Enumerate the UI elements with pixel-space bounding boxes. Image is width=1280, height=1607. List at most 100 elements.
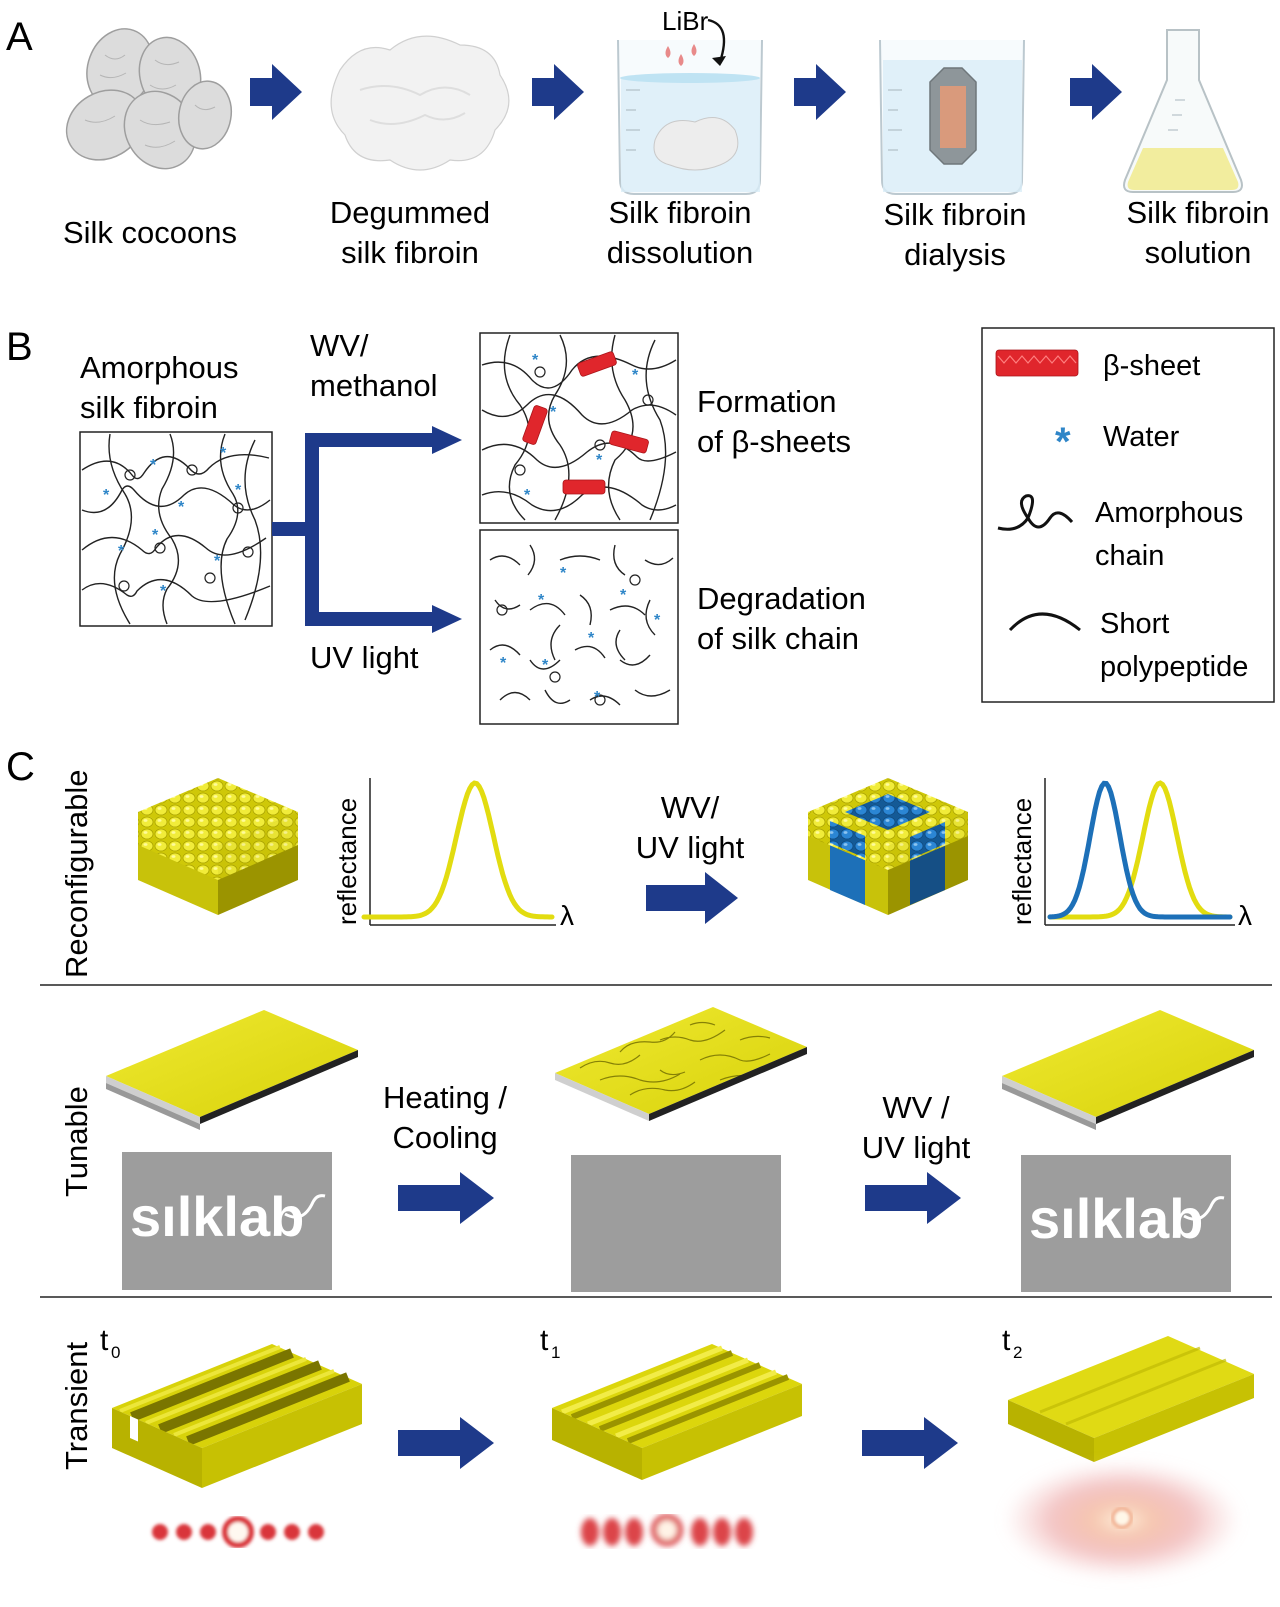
svg-text:*: * (620, 587, 627, 604)
svg-text:*: * (235, 482, 242, 499)
svg-text:*: * (220, 445, 227, 462)
legend-beta-sheet: β-sheet (1103, 350, 1200, 382)
arrow-a3 (794, 64, 846, 120)
tunable-film-3 (1002, 1010, 1254, 1130)
beta-sheet-box: * * * * * (479, 332, 679, 524)
grating-t0 (112, 1344, 362, 1488)
time-label-1: t (540, 1324, 549, 1357)
dialysis-beaker-illustration (879, 39, 1025, 195)
water-star-icon: * (1055, 420, 1071, 464)
tunable-logo-box-2 (1021, 1155, 1231, 1292)
top-route-label-2: methanol (310, 368, 438, 403)
legend-amorphous-2: chain (1095, 540, 1164, 572)
svg-text:*: * (118, 543, 125, 560)
silklab-swoosh-2 (1183, 1196, 1225, 1221)
tunable-film-wrinkled (555, 1007, 807, 1121)
legend-water: Water (1103, 421, 1180, 453)
degraded-chain-box: **** **** (479, 529, 679, 725)
tunable-film-1 (106, 1010, 358, 1130)
arrow-a1 (250, 64, 302, 120)
amorphous-label-2: silk fibroin (80, 390, 218, 425)
svg-text:*: * (588, 630, 595, 647)
tunable-logo-box-1 (122, 1152, 332, 1290)
wv-uv-arrow (865, 1172, 961, 1224)
arrow-a2 (532, 64, 584, 120)
plot1-ylabel: reflectance (332, 798, 362, 925)
recon-arrow-label-1: WV/ (661, 790, 720, 825)
heating-label-2: Cooling (392, 1120, 497, 1155)
step-label-dissolution-1: Silk fibroin (609, 195, 752, 230)
row-label-tunable: Tunable (59, 1086, 94, 1197)
branch-arrow (272, 426, 462, 633)
bottom-route-label: UV light (310, 640, 419, 675)
transient-arrow-1 (398, 1417, 494, 1469)
panel-a-labels: Silk cocoons Degummed silk fibroin Silk … (63, 195, 1270, 272)
step-label-dialysis-1: Silk fibroin (884, 197, 1027, 232)
plot2-lambda: λ (1238, 900, 1252, 931)
diffraction-pattern-t2 (1002, 1460, 1242, 1580)
svg-text:*: * (103, 487, 110, 504)
beta-sheet-icon (995, 349, 1079, 377)
row-label-reconfigurable: Reconfigurable (59, 769, 94, 978)
step-label-dialysis-2: dialysis (904, 237, 1006, 272)
step-label-dissolution-2: dissolution (607, 235, 753, 270)
svg-text:*: * (550, 404, 557, 421)
recon-arrow (646, 872, 738, 924)
plot2-blue-peak (1047, 780, 1233, 920)
row-label-transient: Transient (59, 1342, 94, 1470)
silklab-swoosh-1 (284, 1194, 326, 1219)
silklab-logo-1: sılklab (130, 1185, 304, 1248)
grating-t2 (1008, 1336, 1254, 1462)
panel-a-arrows (250, 64, 1122, 120)
opal-cube-patterned (808, 778, 968, 915)
amorphous-chain-icon (997, 494, 1074, 531)
amorphous-fibroin-box: **** ***** (79, 431, 273, 627)
libr-label: LiBr (662, 6, 709, 36)
short-polypeptide-icon (1008, 612, 1081, 632)
svg-text:*: * (542, 657, 549, 674)
time-label-0: t (100, 1324, 109, 1357)
wv-uv-label-1: WV / (882, 1090, 950, 1125)
step-label-degummed-1: Degummed (330, 195, 490, 230)
svg-text:*: * (160, 583, 167, 600)
plot1-yellow-peak (361, 780, 555, 920)
svg-text:*: * (632, 367, 639, 384)
svg-text:*: * (524, 487, 531, 504)
plot1-lambda: λ (560, 900, 574, 931)
step-label-solution-2: solution (1145, 235, 1252, 270)
time-label-2: t (1002, 1324, 1011, 1357)
degummed-fibroin-illustration (330, 35, 510, 171)
formation-label-1: Formation (697, 384, 837, 419)
svg-text:*: * (152, 527, 159, 544)
panel-b-letter: B (6, 325, 33, 369)
legend-short-1: Short (1100, 608, 1169, 640)
formation-label-2: of β-sheets (697, 424, 851, 459)
top-route-label-1: WV/ (310, 328, 369, 363)
diffraction-pattern-t0 (152, 1516, 324, 1548)
svg-text:*: * (594, 689, 601, 706)
svg-text:*: * (560, 565, 567, 582)
time-sub-2: 2 (1013, 1343, 1022, 1362)
heating-arrow (398, 1172, 494, 1224)
svg-text:*: * (150, 457, 157, 474)
solution-flask-illustration (1123, 29, 1243, 193)
amorphous-label-1: Amorphous (80, 350, 239, 385)
degradation-label-1: Degradation (697, 581, 866, 616)
svg-text:*: * (532, 352, 539, 369)
tunable-blank-box (571, 1155, 781, 1292)
time-sub-1: 1 (551, 1343, 560, 1362)
wv-uv-label-2: UV light (862, 1130, 971, 1165)
step-label-degummed-2: silk fibroin (341, 235, 479, 270)
recon-arrow-label-2: UV light (636, 830, 745, 865)
grating-t1 (552, 1344, 802, 1480)
plot2-yellow-peak (1047, 780, 1233, 920)
plot2-ylabel: reflectance (1007, 798, 1037, 925)
panel-a-letter: A (6, 15, 33, 59)
svg-text:*: * (596, 452, 603, 469)
silklab-logo-2: sılklab (1029, 1187, 1203, 1250)
svg-text:*: * (178, 499, 185, 516)
legend-amorphous-1: Amorphous (1095, 497, 1243, 529)
panel-c-letter: C (6, 745, 35, 789)
